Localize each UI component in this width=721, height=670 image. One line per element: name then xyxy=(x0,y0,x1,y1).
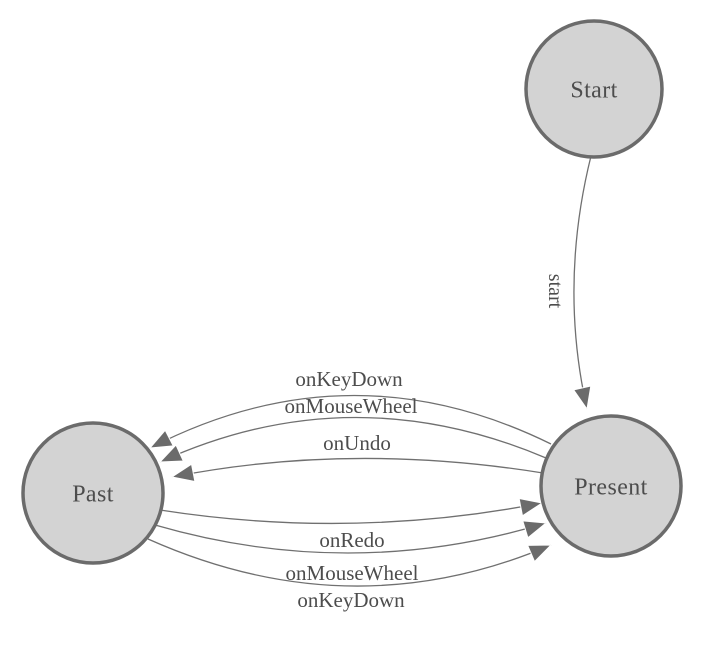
edge-present-to-past-onundo xyxy=(170,457,544,483)
node-past-circle[interactable] xyxy=(21,421,165,565)
edge-label-start: start xyxy=(544,274,566,309)
edge-present-to-past-onmousewheel xyxy=(158,416,547,463)
edge-label-onkeydown-top: onKeyDown xyxy=(295,367,403,391)
node-start-label: Start xyxy=(570,77,617,103)
edge-present-to-past-onkeydown xyxy=(148,394,552,449)
edge-label-onkeydown-bottom: onKeyDown xyxy=(297,588,405,612)
edge-start-to-present xyxy=(572,155,592,411)
edge-label-onredo: onRedo xyxy=(319,528,384,552)
node-present-circle[interactable] xyxy=(539,414,683,558)
node-start[interactable]: Start xyxy=(524,19,664,159)
edge-label-onmousewheel-top: onMouseWheel xyxy=(285,394,418,418)
node-past-label: Past xyxy=(72,481,114,507)
node-present-label: Present xyxy=(574,474,647,500)
edge-past-to-present-onmousewheel xyxy=(154,520,548,554)
edge-labels-layer: start onKeyDown onMouseWheel onUndo onRe… xyxy=(285,274,566,612)
nodes-layer: Start Present Past xyxy=(21,19,683,565)
node-past[interactable]: Past xyxy=(21,421,165,565)
node-start-circle[interactable] xyxy=(524,19,664,159)
edge-label-onmousewheel-bottom: onMouseWheel xyxy=(286,561,419,585)
edge-label-onundo: onUndo xyxy=(323,431,391,455)
edges-layer xyxy=(147,155,592,587)
node-present[interactable]: Present xyxy=(539,414,683,558)
edge-past-to-present-onkeydown xyxy=(147,538,553,587)
edge-past-to-present-onredo xyxy=(159,497,544,525)
